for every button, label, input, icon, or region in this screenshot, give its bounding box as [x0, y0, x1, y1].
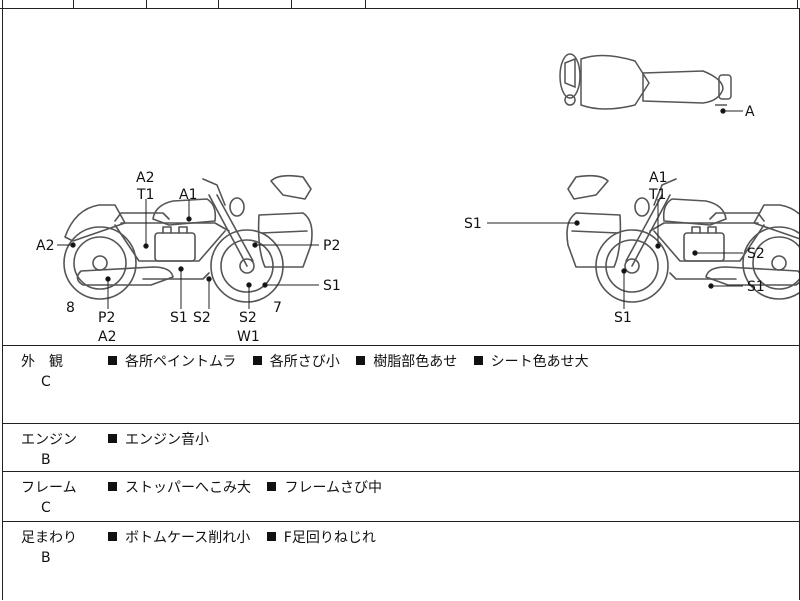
grade-value: C: [41, 500, 51, 516]
item-list: 各所ペイントムラ 各所さび小 樹脂部色あせ シート色あせ大: [108, 351, 601, 371]
label-w1: W1: [237, 329, 260, 345]
row-engine: エンジン B エンジン音小: [3, 423, 799, 472]
list-item: ボトムケース削れ小: [125, 530, 251, 546]
list-item: 樹脂部色あせ: [373, 354, 458, 370]
item-list: エンジン音小: [108, 429, 221, 449]
label-a-top-view: A: [745, 104, 755, 120]
grade-value: C: [41, 374, 51, 390]
damage-diagram: A2 T1 A1 A2 P2 S1 8 P2 A2 S1 S2 S2 W1 7 …: [2, 9, 800, 345]
label-t1-right-view: T1: [648, 187, 666, 203]
list-item: ストッパーへこみ大: [125, 480, 251, 496]
label-s1-rear-right-view: S1: [747, 279, 765, 295]
condition-table: 外 観 C 各所ペイントムラ 各所さび小 樹脂部色あせ シート色あせ大 エンジン…: [2, 345, 800, 600]
list-item: シート色あせ大: [490, 354, 589, 370]
label-7: 7: [273, 300, 282, 316]
item-list: ボトムケース削れ小 F足回りねじれ: [108, 527, 388, 547]
list-item: 各所さび小: [269, 354, 340, 370]
list-item: F足回りねじれ: [283, 530, 376, 546]
label-a2-top: A2: [136, 170, 154, 186]
motorcycle-diagram: A2 T1 A1 A2 P2 S1 8 P2 A2 S1 S2 S2 W1 7 …: [36, 53, 799, 345]
row-suspension: 足まわり B ボトムケース削れ小 F足回りねじれ: [3, 521, 799, 601]
item-list: ストッパーへこみ大 フレームさび中: [108, 477, 394, 497]
label-p2-right: P2: [323, 238, 340, 254]
label-s2-right-view: S2: [747, 246, 765, 262]
label-a2-bottom: A2: [98, 329, 116, 345]
label-s2-front: S2: [239, 310, 257, 326]
label-t1: T1: [136, 187, 154, 203]
label-8: 8: [66, 300, 75, 316]
label-a2-left: A2: [36, 238, 54, 254]
category-label: 外 観: [21, 354, 63, 370]
label-a1-right-view: A1: [649, 170, 667, 186]
grade-value: B: [41, 452, 51, 468]
label-s1-bottom-right-view: S1: [614, 310, 632, 326]
label-p2-bottom: P2: [98, 310, 115, 326]
category-label: フレーム: [21, 480, 77, 496]
category-label: 足まわり: [21, 530, 77, 546]
top-view: [559, 53, 732, 110]
list-item: 各所ペイントムラ: [125, 354, 237, 370]
label-s1-right: S1: [323, 278, 341, 294]
list-item: フレームさび中: [284, 480, 383, 496]
list-item: エンジン音小: [125, 432, 209, 448]
header-strip: [0, 0, 800, 9]
category-label: エンジン: [21, 432, 77, 448]
label-a1: A1: [179, 187, 197, 203]
row-exterior: 外 観 C 各所ペイントムラ 各所さび小 樹脂部色あせ シート色あせ大: [3, 345, 799, 424]
row-frame: フレーム C ストッパーへこみ大 フレームさび中: [3, 471, 799, 522]
label-s2-bottom: S2: [193, 310, 211, 326]
label-s1-bottom: S1: [170, 310, 188, 326]
label-s1-left-right-view: S1: [464, 216, 482, 232]
grade-value: B: [41, 550, 51, 566]
